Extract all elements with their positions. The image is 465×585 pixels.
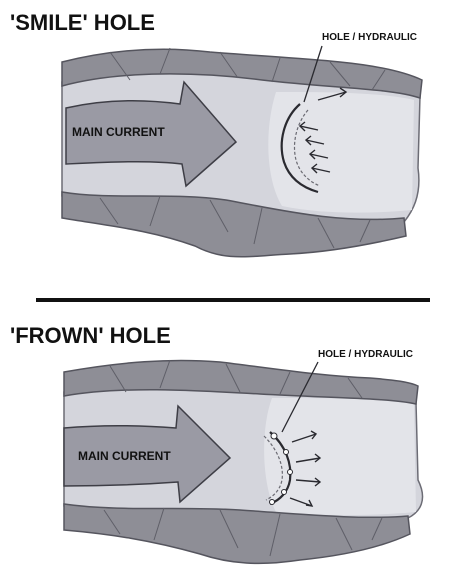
smile-callout-label: HOLE / HYDRAULIC <box>322 32 417 43</box>
smile-hole-panel: 'SMILE' HOLE MAIN CURRENT HOLE / HYDRAUL… <box>10 10 422 257</box>
frown-callout-label: HOLE / HYDRAULIC <box>318 349 413 360</box>
smile-main-current-label: MAIN CURRENT <box>72 125 165 139</box>
frown-hole-panel: 'FROWN' HOLE MAIN CURRENT <box>10 323 423 563</box>
frown-hole-title: 'FROWN' HOLE <box>10 323 171 348</box>
frown-main-current-label: MAIN CURRENT <box>78 449 171 463</box>
smile-hole-title: 'SMILE' HOLE <box>10 10 155 35</box>
smile-foam-region <box>268 92 414 213</box>
